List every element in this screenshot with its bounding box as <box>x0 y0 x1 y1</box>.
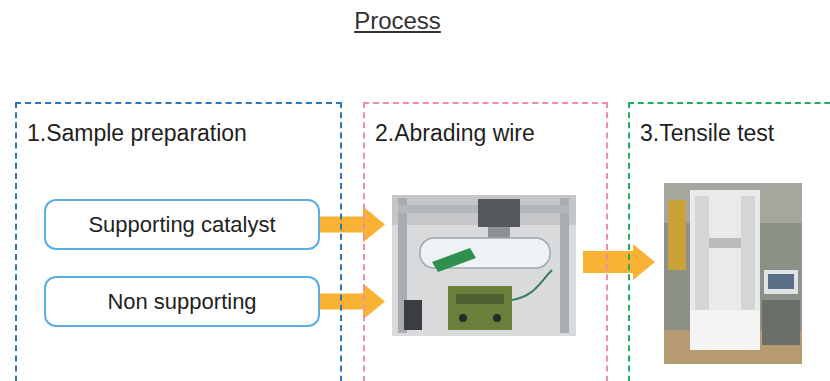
stage-group: 2.Abrading wire <box>363 102 608 381</box>
stage-heading: 2.Abrading wire <box>375 120 535 147</box>
sample-box: Supporting catalyst <box>44 199 320 250</box>
stage-heading: 3.Tensile test <box>640 120 774 147</box>
process-arrow <box>583 251 633 273</box>
box-label: Non supporting <box>107 289 256 315</box>
diagram-title: Process <box>0 7 795 35</box>
sample-box: Non supporting <box>44 276 320 327</box>
box-label: Supporting catalyst <box>88 212 275 238</box>
stage-heading: 1.Sample preparation <box>27 120 247 147</box>
tensile-machine-photo <box>664 183 802 364</box>
stage-group: 3.Tensile test <box>628 102 830 381</box>
stage-group: 1.Sample preparationSupporting catalystN… <box>15 102 342 381</box>
title-text: Process <box>354 7 441 34</box>
abrading-machine-photo <box>392 195 576 336</box>
